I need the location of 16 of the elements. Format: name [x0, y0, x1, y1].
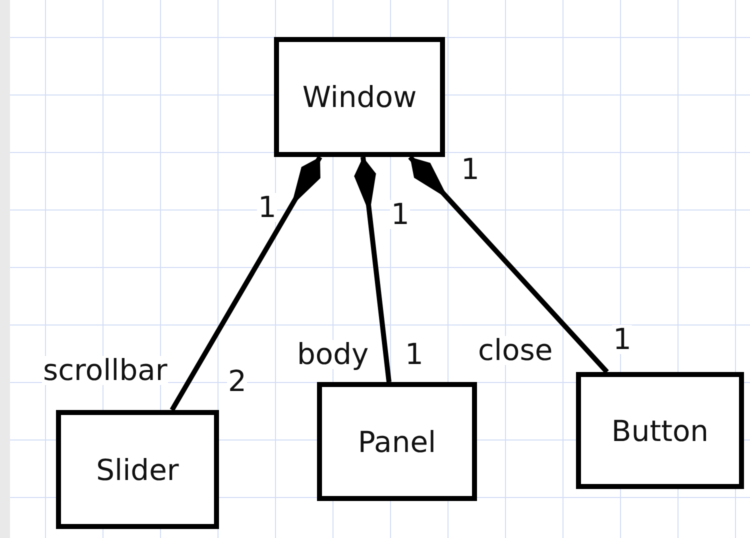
composition-line — [408, 155, 609, 374]
class-name: Button — [611, 414, 709, 448]
composition-line — [170, 156, 322, 412]
class-box — [56, 410, 219, 529]
multiplicity: 1 — [612, 325, 632, 354]
class-name: Panel — [358, 424, 436, 458]
class-name: Slider — [96, 452, 179, 486]
multiplicity: 1 — [390, 200, 410, 229]
class-box — [317, 382, 477, 501]
role-name: close — [477, 336, 554, 365]
class-box — [576, 372, 744, 489]
class-name: Window — [302, 80, 417, 114]
composition-line — [354, 156, 392, 382]
multiplicity: 1 — [257, 193, 278, 222]
class-box — [274, 37, 445, 157]
role-name: scrollbar — [42, 356, 168, 385]
